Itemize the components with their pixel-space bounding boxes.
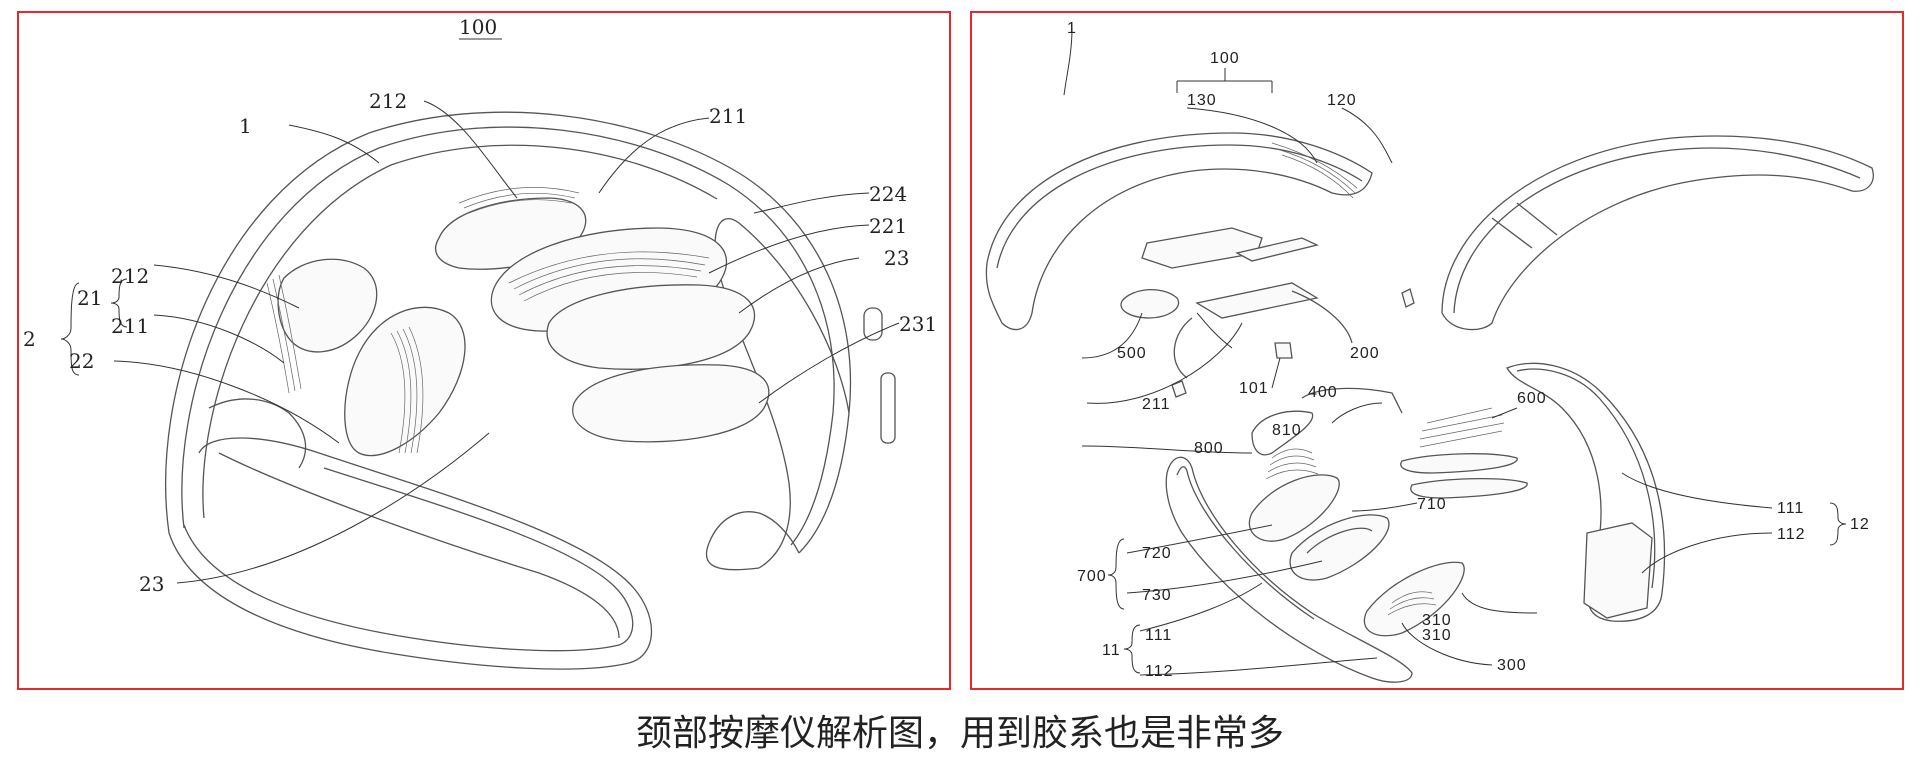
- label-700: 700: [1077, 568, 1107, 585]
- label-600: 600: [1517, 390, 1547, 407]
- label-231: 231: [899, 312, 937, 336]
- label-2: 2: [23, 327, 36, 351]
- label-100-title: 100: [459, 15, 497, 39]
- assembled-neck-massager-drawing: 100: [23, 15, 937, 670]
- label-22: 22: [69, 349, 94, 373]
- left-figure-panel: 100: [17, 11, 951, 690]
- label-211-top: 211: [709, 104, 747, 128]
- label-500: 500: [1117, 345, 1147, 362]
- label-100: 100: [1210, 50, 1240, 67]
- label-730: 730: [1142, 587, 1172, 604]
- label-1: 1: [239, 114, 252, 138]
- label-200: 200: [1350, 345, 1380, 362]
- label-120: 120: [1327, 92, 1357, 109]
- label-710: 710: [1417, 496, 1447, 513]
- label-112-right: 112: [1777, 526, 1806, 543]
- label-310-a: 310: [1422, 612, 1452, 629]
- label-211: 211: [1142, 396, 1171, 413]
- exploded-neck-massager-drawing: 1 100 130 120 500 200 211 101 400 600 80…: [985, 20, 1874, 683]
- label-1: 1: [1067, 20, 1077, 37]
- label-111-left: 111: [1145, 627, 1172, 644]
- label-112-left: 112: [1145, 663, 1174, 680]
- label-224: 224: [869, 182, 907, 206]
- label-310-b: 310: [1422, 627, 1452, 644]
- figure-caption: 颈部按摩仪解析图，用到胶系也是非常多: [635, 713, 1284, 754]
- label-221: 221: [869, 214, 907, 238]
- label-11: 11: [1102, 642, 1121, 659]
- label-12: 12: [1850, 516, 1870, 533]
- label-23-right: 23: [884, 246, 909, 270]
- label-720: 720: [1142, 545, 1172, 562]
- label-810: 810: [1272, 422, 1302, 439]
- right-figure-panel: 1 100 130 120 500 200 211 101 400 600 80…: [970, 11, 1904, 690]
- label-21: 21: [77, 286, 102, 310]
- label-101: 101: [1239, 380, 1269, 397]
- label-23-bottom: 23: [139, 572, 164, 596]
- label-111-right: 111: [1777, 500, 1804, 517]
- label-400: 400: [1308, 384, 1338, 401]
- label-212-left: 212: [111, 264, 149, 288]
- label-212-top: 212: [369, 89, 407, 113]
- label-130: 130: [1187, 92, 1217, 109]
- label-211-left: 211: [111, 314, 149, 338]
- label-800: 800: [1194, 440, 1224, 457]
- label-300: 300: [1497, 657, 1527, 674]
